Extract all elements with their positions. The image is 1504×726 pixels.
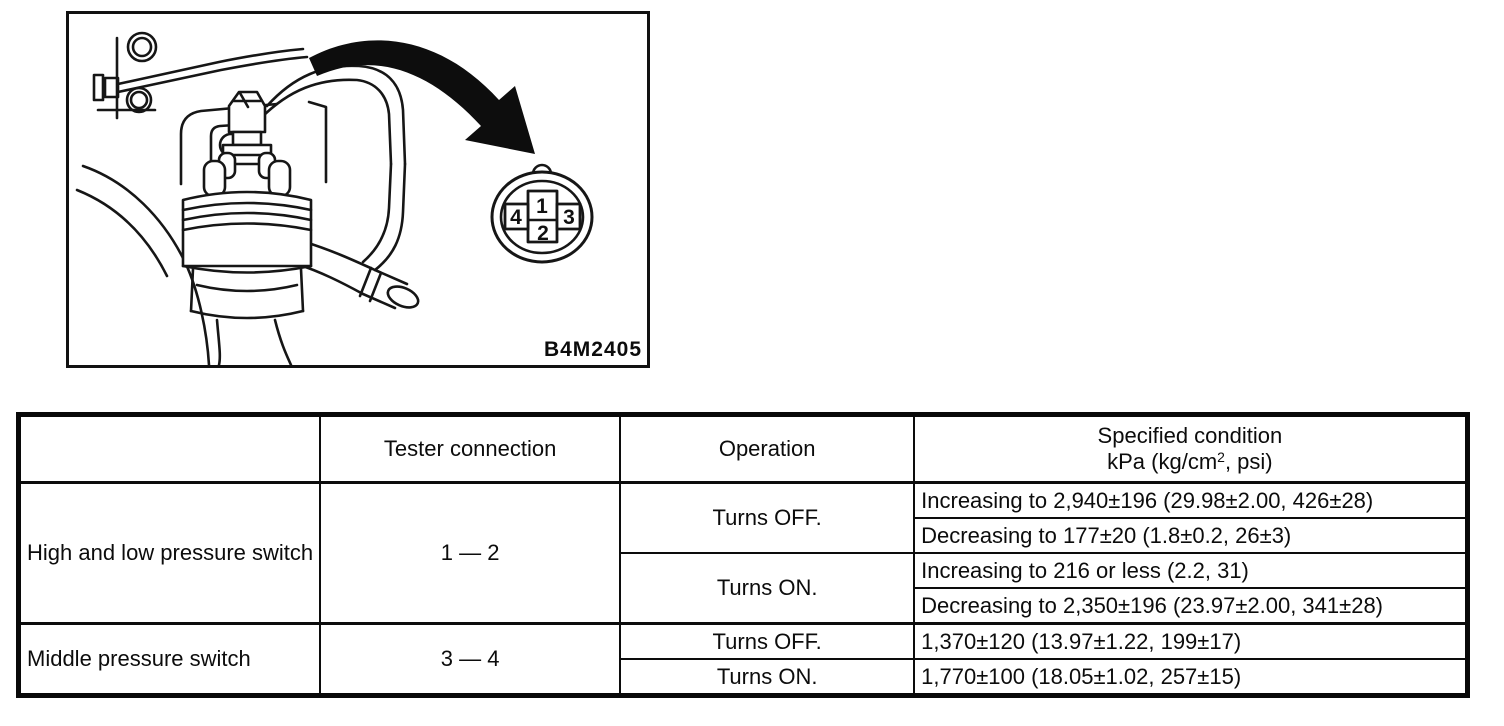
header-specified-condition: Specified condition kPa (kg/cm2, psi) <box>913 413 1469 484</box>
header-specified-condition-title: Specified condition <box>1097 423 1283 449</box>
spec-table: Tester connection Operation Specified co… <box>16 412 1470 698</box>
table-row: Turns ON. 1,770±100 (18.05±1.02, 257±15) <box>19 658 1469 697</box>
header-component <box>17 413 322 484</box>
component-middle-pressure-switch: Middle pressure switch <box>17 622 322 697</box>
table-header-row: Tester connection Operation Specified co… <box>17 413 1469 484</box>
mounting-panel-drawing <box>75 31 328 365</box>
header-specified-condition-unit: kPa (kg/cm2, psi) <box>1107 449 1273 474</box>
condition-value: 1,370±120 (13.97±1.22, 199±17) <box>913 622 1469 660</box>
pin-4-label: 4 <box>510 206 522 229</box>
figure-code: B4M2405 <box>539 338 642 362</box>
pointer-arrow <box>309 40 535 154</box>
header-tester-connection: Tester connection <box>319 413 622 484</box>
connector-pinout: 1 2 4 3 <box>490 163 594 264</box>
table-row: Decreasing to 2,350±196 (23.97±2.00, 341… <box>19 587 1469 625</box>
pin-3-label: 3 <box>563 206 575 229</box>
tester-connection-value: 3 — 4 <box>319 622 622 697</box>
table-row: Turns ON. Increasing to 216 or less (2.2… <box>19 552 1469 625</box>
component-illustration: 1 2 4 3 <box>75 31 594 365</box>
pin-1-label: 1 <box>536 195 548 218</box>
operation-turns-off: Turns OFF. <box>619 622 916 660</box>
component-high-low-pressure-switch: High and low pressure switch <box>17 481 322 625</box>
tester-connection-value: 1 — 2 <box>319 481 622 625</box>
pin-2-label: 2 <box>537 222 549 245</box>
table-row: Decreasing to 177±20 (1.8±0.2, 26±3) <box>19 517 1469 554</box>
operation-turns-off: Turns OFF. <box>619 481 916 554</box>
condition-value: Increasing to 216 or less (2.2, 31) <box>913 552 1469 589</box>
operation-turns-on: Turns ON. <box>619 552 916 625</box>
table-row: High and low pressure switch 1 — 2 Turns… <box>17 481 1469 625</box>
condition-value: Decreasing to 2,350±196 (23.97±2.00, 341… <box>913 587 1469 625</box>
condition-value: Decreasing to 177±20 (1.8±0.2, 26±3) <box>913 517 1469 554</box>
header-operation: Operation <box>619 413 916 484</box>
condition-value: Increasing to 2,940±196 (29.98±2.00, 426… <box>913 481 1469 519</box>
table-row: Middle pressure switch 3 — 4 Turns OFF. … <box>17 622 1469 697</box>
figure-panel: 1 2 4 3 B4M2405 <box>66 11 650 368</box>
condition-value: 1,770±100 (18.05±1.02, 257±15) <box>913 658 1469 697</box>
pressure-switch-drawing <box>181 90 313 320</box>
operation-turns-on: Turns ON. <box>619 658 916 697</box>
